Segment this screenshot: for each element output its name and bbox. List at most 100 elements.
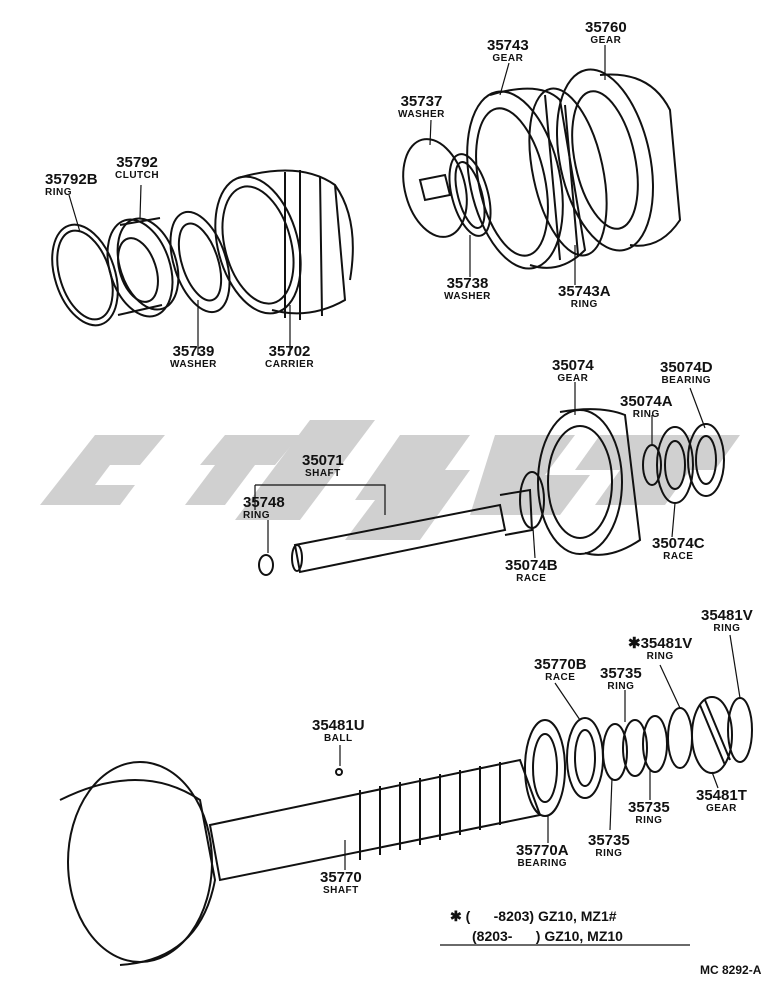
- part-name: CLUTCH: [115, 170, 160, 181]
- label-35481v-star: ✱35481V RING: [628, 636, 692, 662]
- part-number: 35737: [400, 93, 443, 110]
- label-35481t: 35481T GEAR: [696, 788, 747, 814]
- gear-35760-shape: [556, 68, 682, 252]
- part-name: RING: [646, 651, 674, 662]
- part-name: BEARING: [517, 858, 568, 869]
- part-name: RING: [45, 187, 72, 198]
- label-35702: 35702 CARRIER: [265, 344, 314, 370]
- part-name: SHAFT: [304, 468, 341, 479]
- label-35760: 35760 GEAR: [585, 20, 627, 46]
- label-35738: 35738 WASHER: [444, 276, 491, 302]
- part-number: 35735: [628, 799, 670, 816]
- part-number: 35748: [243, 494, 285, 511]
- part-name: RING: [243, 510, 270, 521]
- part-name: BALL: [323, 733, 353, 744]
- label-35074a: 35074A RING: [620, 394, 673, 420]
- part-number: 35792: [116, 154, 158, 171]
- part-name: SHAFT: [322, 885, 359, 896]
- part-number: 35735: [588, 832, 630, 849]
- label-35792b: 35792B RING: [45, 172, 98, 198]
- clutch-35792-shape: [106, 217, 180, 318]
- part-number: 35074C: [652, 535, 705, 552]
- part-number: 35071: [302, 452, 344, 469]
- label-35792: 35792 CLUTCH: [115, 155, 159, 181]
- part-number: 35735: [600, 665, 642, 682]
- part-name: GEAR: [557, 373, 589, 384]
- part-name: RING: [570, 299, 598, 310]
- part-name: RING: [635, 815, 663, 826]
- gear-35481t-shape: [691, 696, 733, 774]
- ring-35748-shape: [258, 554, 274, 576]
- label-35735-low: 35735 RING: [588, 833, 630, 859]
- bearing-35770a-shape: [524, 719, 566, 817]
- shaft-35071-shape: [291, 488, 534, 574]
- label-35071: 35071 SHAFT: [302, 453, 344, 479]
- ball-35481u-shape: [335, 768, 343, 776]
- part-number: ✱35481V: [628, 635, 693, 652]
- shaft-35770-shape: [59, 758, 542, 966]
- part-name: GEAR: [492, 53, 524, 64]
- label-35743: 35743 GEAR: [487, 38, 529, 64]
- ring-35792b-shape: [51, 223, 119, 327]
- label-35735-mid: 35735 RING: [628, 800, 670, 826]
- part-number: 35792B: [45, 171, 98, 188]
- part-name: RING: [632, 409, 660, 420]
- label-35074c: 35074C RACE: [652, 536, 705, 562]
- label-35748: 35748 RING: [243, 495, 285, 521]
- part-name: RACE: [516, 573, 547, 584]
- part-number: 35481U: [312, 717, 365, 734]
- part-name: WASHER: [170, 359, 217, 370]
- part-number: 35481V: [701, 607, 753, 624]
- rings-35481v-shape: [667, 697, 753, 769]
- race-35770b-shape: [566, 717, 604, 799]
- label-35737: 35737 WASHER: [398, 94, 445, 120]
- part-name: CARRIER: [265, 359, 315, 370]
- gear-35743-shape: [466, 87, 587, 270]
- part-number: 35743: [487, 37, 529, 54]
- washer-35737-shape: [402, 138, 468, 238]
- label-35074b: 35074B RACE: [505, 558, 558, 584]
- race-35074b-shape: [519, 471, 545, 529]
- label-35743a: 35743A RING: [558, 284, 611, 310]
- diagram-code: MC 8292-A: [700, 963, 762, 977]
- part-name: BEARING: [661, 375, 712, 386]
- part-name: RING: [607, 681, 635, 692]
- part-number: 35074: [552, 357, 594, 374]
- part-number: 35743A: [558, 283, 611, 300]
- part-number: 35702: [268, 343, 311, 360]
- part-number: 35770A: [516, 842, 569, 859]
- part-name: RING: [713, 623, 741, 634]
- note-line-1: ✱ ( -8203) GZ10, MZ1#: [450, 908, 617, 924]
- label-35074d: 35074D BEARING: [660, 360, 713, 386]
- part-number: 35074B: [505, 557, 558, 574]
- bearing-35074d-shape: [687, 423, 725, 497]
- part-number: 35481T: [696, 787, 747, 804]
- note-line-2: (8203- ) GZ10, MZ10: [472, 928, 623, 944]
- leader-lines: [68, 45, 741, 870]
- label-35770b: 35770B RACE: [534, 657, 587, 683]
- part-name: RACE: [663, 551, 694, 562]
- carrier-35702-shape: [214, 169, 354, 320]
- washer-35738-shape: [448, 153, 492, 237]
- label-35735-top: 35735 RING: [600, 666, 642, 692]
- label-35770a: 35770A BEARING: [516, 843, 569, 869]
- part-number: 35770B: [534, 656, 587, 673]
- label-35481u: 35481U BALL: [312, 718, 365, 744]
- washer-35739-shape: [169, 210, 231, 314]
- rings-35735-shape: [602, 715, 668, 781]
- part-name: RACE: [545, 672, 576, 683]
- part-number: 35074D: [660, 359, 713, 376]
- part-name: WASHER: [398, 109, 445, 120]
- part-number: 35770: [320, 869, 362, 886]
- part-name: GEAR: [705, 803, 737, 814]
- part-name: RING: [595, 848, 623, 859]
- label-35481v: 35481V RING: [701, 608, 753, 634]
- part-number: 35074A: [620, 393, 673, 410]
- part-name: GEAR: [590, 35, 622, 46]
- watermark-logo: [40, 420, 740, 540]
- ring-35743a-shape: [528, 87, 608, 257]
- part-number: 35739: [172, 343, 215, 360]
- part-number: 35760: [585, 19, 627, 36]
